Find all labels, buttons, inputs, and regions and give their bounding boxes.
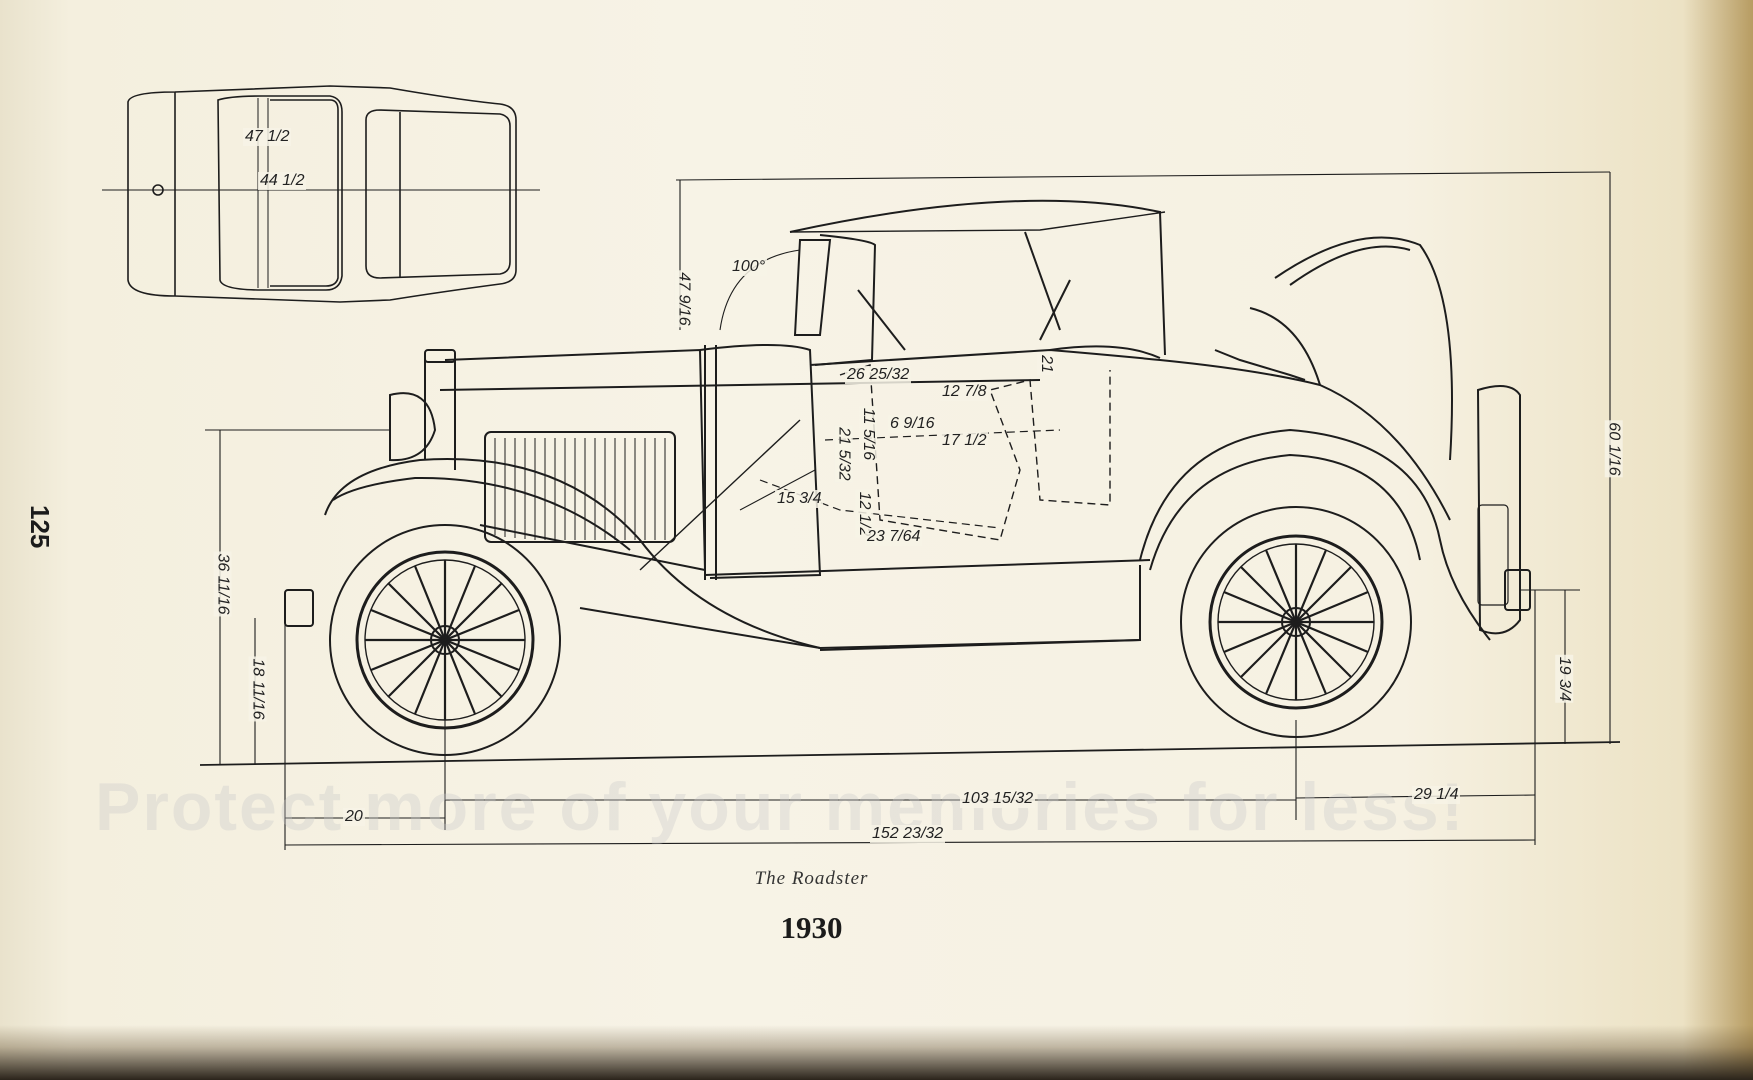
dim-front-bumper-height: 18 11/16 — [248, 656, 267, 722]
dim-floor-length: 23 7/64 — [865, 528, 923, 546]
dim-frame-front-height: 36 11/16 — [213, 551, 232, 617]
dim-overall-length: 152 23/32 — [870, 825, 946, 843]
dim-windshield-angle: 100° — [730, 258, 768, 276]
page-number: 125 — [25, 505, 55, 549]
dim-seat-height: 11 5/16 — [859, 405, 878, 463]
dim-top-angle: 21 — [1036, 353, 1055, 375]
page-year-text: 1930 — [780, 910, 843, 945]
page-year: 1930 — [0, 910, 1753, 946]
dim-seat-cushion: 21 5/32 — [834, 425, 853, 483]
dim-top-width-1: 47 1/2 — [243, 128, 292, 146]
dim-door-depth: 26 25/32 — [845, 366, 912, 384]
dim-door: 6 9/16 — [888, 415, 937, 433]
dimension-lines — [199, 171, 1621, 850]
watermark-text: Protect more of your memories for less! — [95, 769, 1466, 845]
dim-steering-radius: 15 3/4 — [775, 490, 824, 508]
dim-seat-length: 17 1/2 — [940, 432, 989, 450]
dim-overall-height: 60 1/16 — [1604, 420, 1623, 478]
dim-windshield-height: 47 9/16 — [674, 270, 693, 328]
dim-rear-bumper-height: 19 3/4 — [1555, 654, 1574, 704]
top-view-outline — [102, 85, 540, 303]
dim-wheelbase: 103 15/32 — [960, 790, 1036, 808]
dim-top-width-2: 44 1/2 — [258, 172, 307, 190]
figure-caption-text: The Roadster — [754, 868, 869, 889]
page-bottom-edge — [0, 1025, 1753, 1080]
figure-caption: The Roadster — [0, 868, 1753, 890]
dim-rear-overhang: 29 1/4 — [1412, 786, 1461, 804]
rear-wheel — [1180, 506, 1412, 738]
dim-seat-back: 12 7/8 — [940, 383, 989, 401]
dim-front-overhang: 20 — [343, 808, 365, 826]
front-wheel — [329, 524, 561, 756]
